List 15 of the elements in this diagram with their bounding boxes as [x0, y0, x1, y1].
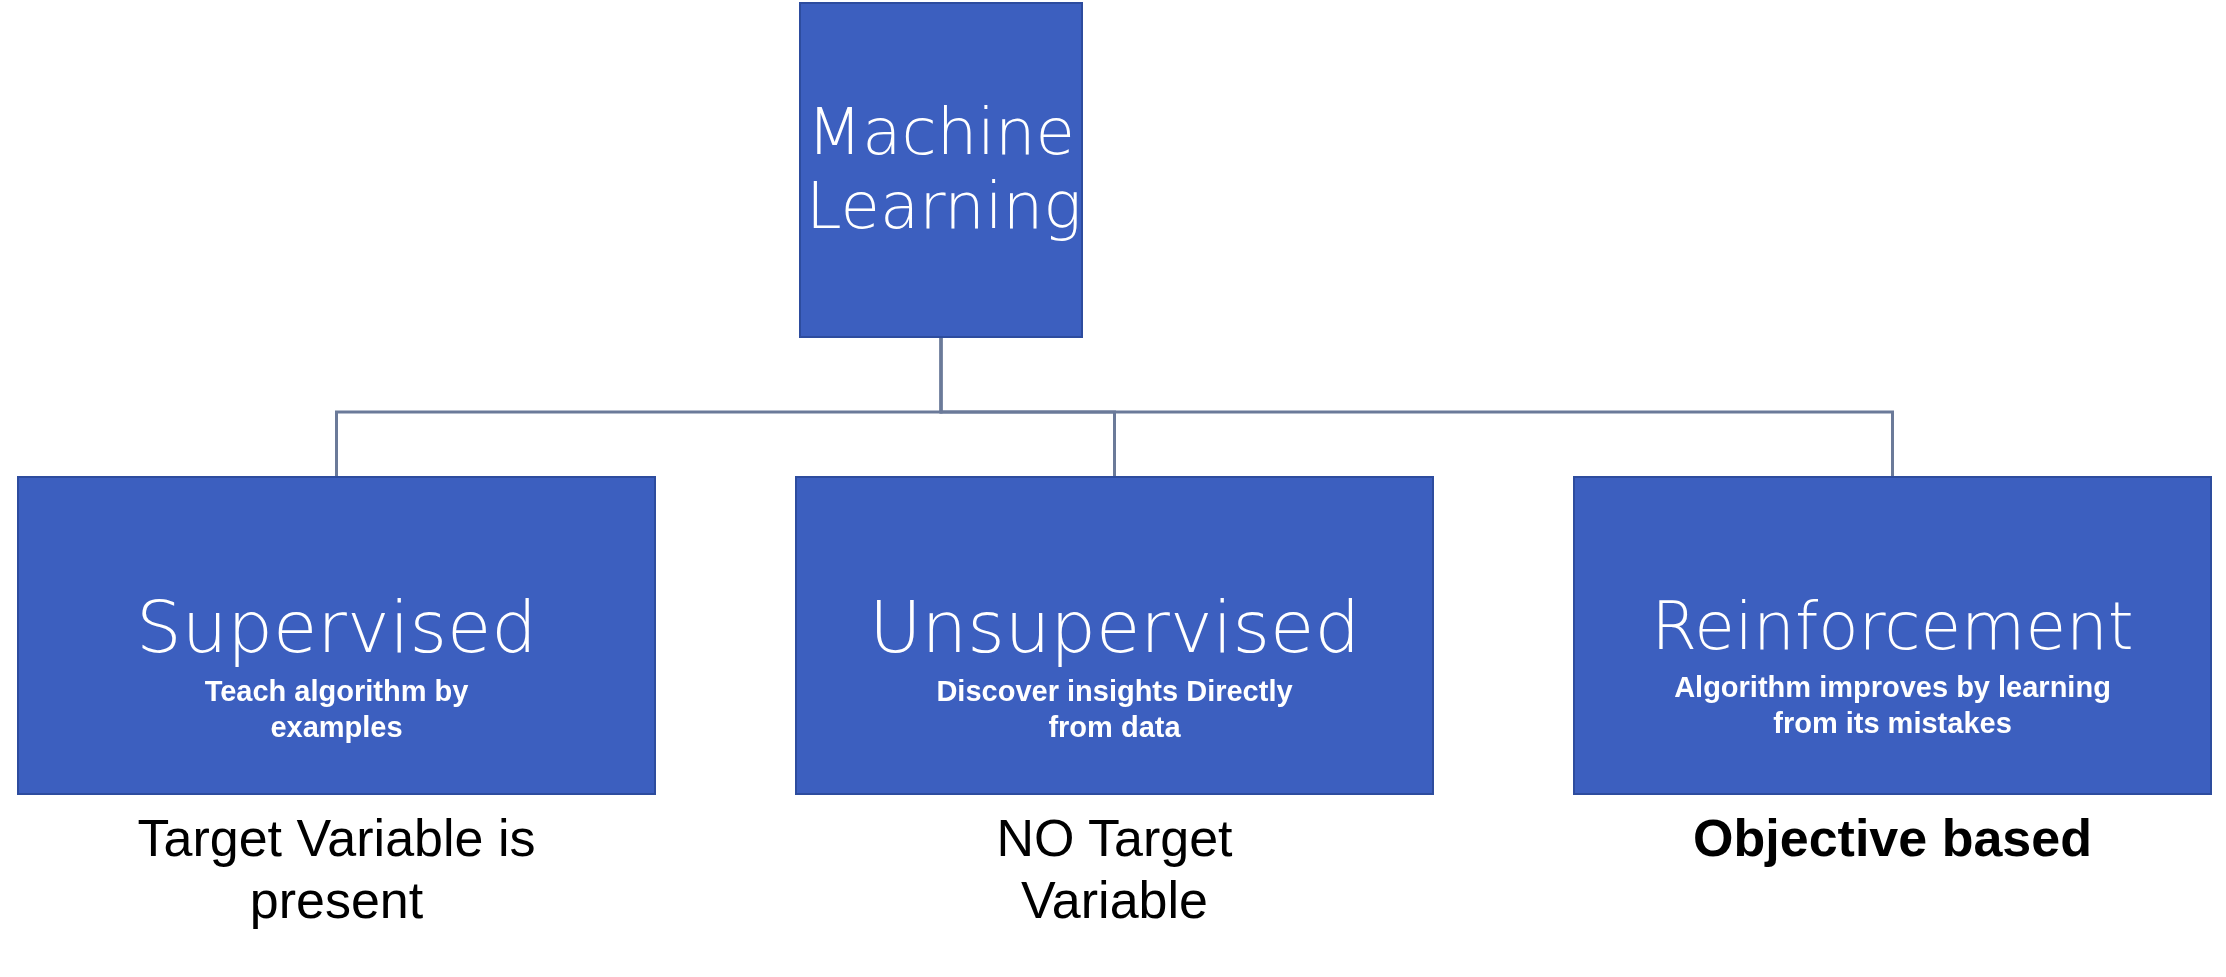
connector-line	[939, 338, 1894, 476]
box-title: Reinforcement	[1651, 589, 2134, 666]
box-description: Teach algorithm by examples	[203, 673, 470, 745]
category-box	[1573, 476, 2212, 795]
box-caption: Target Variable is present	[136, 808, 537, 932]
box-description: Algorithm improves by learning from its mistakes	[1673, 670, 2112, 742]
box-title: Supervised	[135, 585, 538, 669]
category-box	[795, 476, 1434, 795]
box-title: Machine Learning	[806, 96, 1076, 244]
box-title: Unsupervised	[868, 585, 1361, 669]
category-box	[17, 476, 656, 795]
box-caption: Objective based	[1692, 808, 2093, 869]
category-box	[799, 2, 1083, 338]
box-description: Discover insights Directly from data	[935, 673, 1294, 745]
box-caption: NO Target Variable	[995, 808, 1234, 932]
